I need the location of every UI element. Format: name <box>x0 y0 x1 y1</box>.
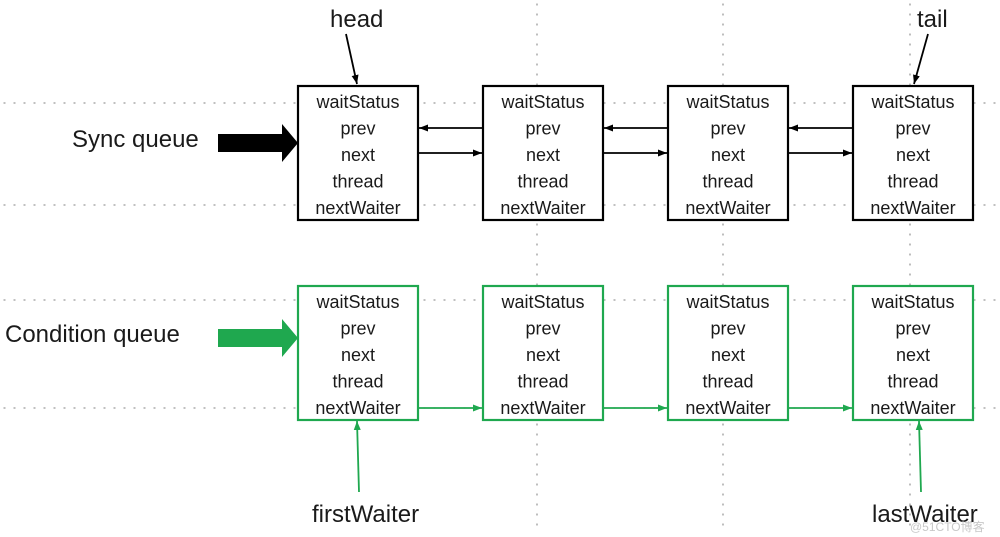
node-field-prev: prev <box>895 319 930 339</box>
condition-queue-entry-arrow <box>218 319 298 357</box>
node-field-next: next <box>896 345 930 365</box>
node-field-prev: prev <box>525 319 560 339</box>
node-field-next: next <box>711 345 745 365</box>
node-field-nextWaiter: nextWaiter <box>315 198 400 218</box>
node-field-prev: prev <box>710 319 745 339</box>
node-field-thread: thread <box>887 172 938 192</box>
node-box <box>481 284 605 422</box>
sync-node-4: waitStatus prev next thread nextWaiter <box>851 84 975 222</box>
node-field-waitStatus: waitStatus <box>685 292 769 312</box>
node-field-thread: thread <box>332 172 383 192</box>
node-field-nextWaiter: nextWaiter <box>685 398 770 418</box>
first-waiter-label: firstWaiter <box>312 501 419 528</box>
node-field-waitStatus: waitStatus <box>315 92 399 112</box>
node-field-thread: thread <box>702 172 753 192</box>
node-field-waitStatus: waitStatus <box>315 292 399 312</box>
node-box <box>666 84 790 222</box>
node-box <box>481 84 605 222</box>
sync-node-2: waitStatus prev next thread nextWaiter <box>481 84 605 222</box>
node-box <box>296 284 420 422</box>
node-field-waitStatus: waitStatus <box>500 92 584 112</box>
node-box <box>851 84 975 222</box>
last-waiter-label: lastWaiter <box>872 501 978 528</box>
node-field-next: next <box>341 145 375 165</box>
node-field-nextWaiter: nextWaiter <box>500 398 585 418</box>
condition-node-4: waitStatus prev next thread nextWaiter <box>851 284 975 422</box>
sync-node-3: waitStatus prev next thread nextWaiter <box>666 84 790 222</box>
node-field-waitStatus: waitStatus <box>500 292 584 312</box>
head-label: head <box>330 6 383 33</box>
node-field-next: next <box>711 145 745 165</box>
node-field-prev: prev <box>340 319 375 339</box>
node-field-waitStatus: waitStatus <box>685 92 769 112</box>
node-field-waitStatus: waitStatus <box>870 292 954 312</box>
sync-node-1: waitStatus prev next thread nextWaiter <box>296 84 420 222</box>
node-field-waitStatus: waitStatus <box>870 92 954 112</box>
node-field-thread: thread <box>332 372 383 392</box>
node-field-prev: prev <box>710 119 745 139</box>
node-field-thread: thread <box>517 172 568 192</box>
sync-queue-label: Sync queue <box>72 126 199 153</box>
node-field-nextWaiter: nextWaiter <box>870 198 955 218</box>
condition-node-2: waitStatus prev next thread nextWaiter <box>481 284 605 422</box>
condition-node-3: waitStatus prev next thread nextWaiter <box>666 284 790 422</box>
node-field-thread: thread <box>702 372 753 392</box>
node-field-nextWaiter: nextWaiter <box>685 198 770 218</box>
sync-queue: waitStatusprevnextthreadnextWaiterwaitSt… <box>296 84 975 222</box>
node-field-nextWaiter: nextWaiter <box>500 198 585 218</box>
node-field-next: next <box>896 145 930 165</box>
watermark: @51CTO博客 <box>910 519 985 534</box>
head-pointer-arrow <box>345 33 359 85</box>
tail-label: tail <box>917 6 948 33</box>
node-box <box>666 284 790 422</box>
first-waiter-pointer-arrow <box>353 420 361 493</box>
node-field-nextWaiter: nextWaiter <box>315 398 400 418</box>
node-field-nextWaiter: nextWaiter <box>870 398 955 418</box>
node-field-prev: prev <box>525 119 560 139</box>
node-field-prev: prev <box>340 119 375 139</box>
node-field-prev: prev <box>895 119 930 139</box>
condition-node-1: waitStatus prev next thread nextWaiter <box>296 284 420 422</box>
node-field-next: next <box>526 145 560 165</box>
condition-queue: waitStatusprevnextthreadnextWaiterwaitSt… <box>296 284 975 422</box>
sync-queue-entry-arrow <box>218 124 298 162</box>
node-field-next: next <box>341 345 375 365</box>
node-field-next: next <box>526 345 560 365</box>
dotted-gridlines <box>3 3 997 534</box>
condition-queue-label: Condition queue <box>5 321 180 348</box>
node-field-thread: thread <box>517 372 568 392</box>
last-waiter-pointer-arrow <box>915 420 923 493</box>
node-box <box>851 284 975 422</box>
tail-pointer-arrow <box>913 33 929 85</box>
node-field-thread: thread <box>887 372 938 392</box>
